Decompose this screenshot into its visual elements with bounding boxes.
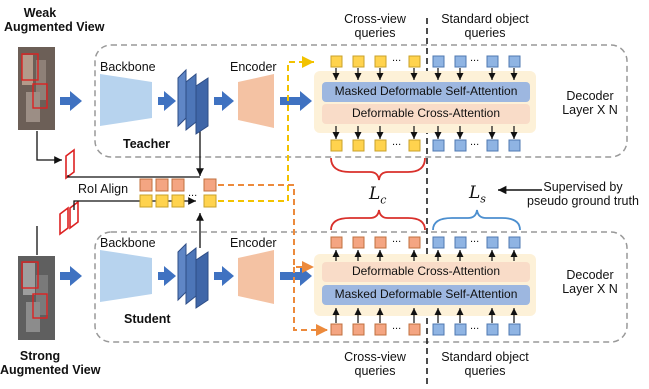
top-masked-attention-bar <box>322 82 530 102</box>
top-out-ellipsis-right: ... <box>470 136 480 148</box>
strong-view-image <box>18 256 55 340</box>
teacher-encoder-arrow <box>280 91 312 111</box>
supervision-label: Supervised by pseudo ground truth <box>527 180 639 209</box>
student-feature-maps <box>177 242 209 309</box>
student-label: Student <box>124 312 171 326</box>
weak-view-label: Weak Augmented View <box>4 6 105 35</box>
strong-view-label: Strong Augmented View <box>0 349 101 378</box>
bottom-in-ellipsis-left: ... <box>392 320 402 332</box>
crop-to-roi-line <box>67 175 200 178</box>
crop-to-roi-line-2 <box>73 197 196 210</box>
student-backbone <box>100 250 152 302</box>
bottom-out-ellipsis-right: ... <box>470 233 480 245</box>
teacher-group-box <box>94 44 628 158</box>
ls-loss-label: Ls <box>469 183 486 206</box>
lc-brace-bottom <box>330 209 426 231</box>
student-backbone-arrow <box>158 266 176 286</box>
cross-view-queries-top: Cross-view queries <box>344 12 406 41</box>
student-group-box <box>94 231 628 343</box>
teacher-backbone-label: Backbone <box>100 60 156 74</box>
top-query-ellipsis-right: ... <box>470 52 480 64</box>
cross-view-queries-bottom: Cross-view queries <box>344 350 406 379</box>
student-encoder <box>238 250 274 304</box>
standard-queries-bottom: Standard object queries <box>441 350 529 379</box>
bottom-decoder-label: Decoder Layer X N <box>562 268 618 297</box>
bottom-input-query-arrows <box>332 308 518 323</box>
teacher-feature-maps <box>177 68 209 135</box>
student-fm-arrow <box>214 266 234 286</box>
bottom-output-query-arrows <box>332 250 518 261</box>
student-backbone-label: Backbone <box>100 236 156 250</box>
top-output-queries <box>330 139 521 152</box>
teacher-label: Teacher <box>123 137 171 151</box>
top-masked-attention-label: Masked Deformable Self-Attention <box>334 84 518 98</box>
strong-roi-crop-1 <box>59 206 69 236</box>
teacher-backbone <box>100 74 152 126</box>
top-cross-attention-bar <box>322 104 530 124</box>
bottom-masked-attention-bar <box>322 285 530 305</box>
student-encoder-label: Encoder <box>230 236 277 250</box>
lc-loss-label: Lc <box>369 184 387 207</box>
bottom-output-queries <box>330 236 521 249</box>
lc-brace-top <box>330 157 426 181</box>
ls-brace-bottom <box>432 209 521 231</box>
bottom-cross-attention-bar <box>322 262 530 282</box>
teacher-encoder-label: Encoder <box>230 60 277 74</box>
top-out-ellipsis-left: ... <box>392 136 402 148</box>
top-input-query-arrows <box>332 68 518 80</box>
bottom-input-queries <box>330 323 521 336</box>
bottom-in-ellipsis-right: ... <box>470 320 480 332</box>
top-output-query-arrows <box>332 126 518 139</box>
teacher-input-arrow <box>60 91 82 111</box>
student-encoder-arrow <box>280 266 312 286</box>
top-cross-attention-label: Deformable Cross-Attention <box>351 106 501 120</box>
top-input-queries <box>330 55 521 68</box>
weak-roi-crop <box>65 148 75 180</box>
teacher-backbone-arrow <box>158 91 176 111</box>
top-query-ellipsis-left: ... <box>392 52 402 64</box>
bottom-out-ellipsis-left: ... <box>392 233 402 245</box>
roi-align-label: RoI Align <box>78 182 129 196</box>
bottom-cross-attention-label: Deformable Cross-Attention <box>351 264 501 278</box>
top-decoder-label: Decoder Layer X N <box>562 89 618 118</box>
roi-query-grid <box>139 178 217 208</box>
orange-query-route-bottom <box>293 267 328 336</box>
teacher-fm-arrow <box>214 91 234 111</box>
yellow-query-route <box>218 56 314 202</box>
strong-roi-crop-2 <box>69 200 79 230</box>
roi-grid-ellipsis: ... <box>188 187 198 199</box>
weak-to-crop-line <box>36 131 62 164</box>
student-input-arrow <box>60 266 82 286</box>
standard-queries-top: Standard object queries <box>441 12 529 41</box>
weak-view-image <box>18 47 55 130</box>
bottom-masked-attention-label: Masked Deformable Self-Attention <box>334 287 518 301</box>
teacher-encoder <box>238 74 274 128</box>
